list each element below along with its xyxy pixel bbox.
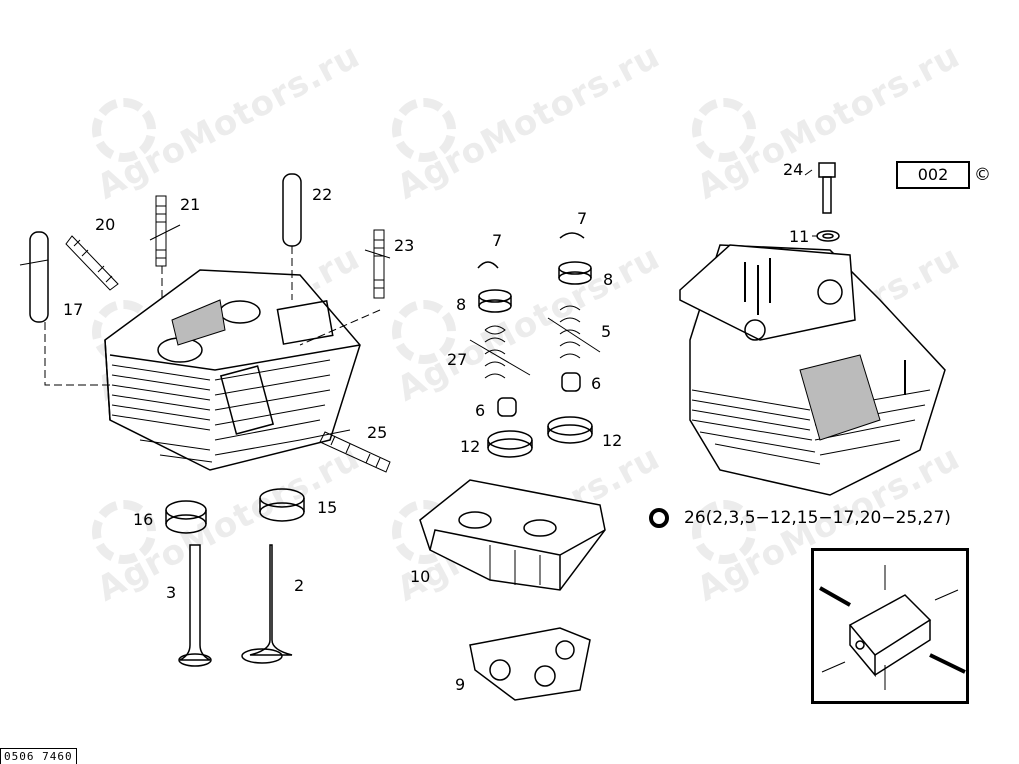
callout-10: 10 [410,567,431,586]
kit-ring-icon [649,508,669,528]
kit-note: 26(2,3,5−12,15−17,20−25,27) [684,508,951,528]
inset-block [819,565,966,690]
cylinder-head-left [104,269,361,471]
callout-8: 8 [456,295,467,314]
callout-21: 21 [180,195,201,214]
callout-16: 16 [133,510,154,529]
callout-7: 7 [577,209,588,228]
callout-24: 24 [783,160,804,179]
callout-12: 12 [602,431,623,450]
watermark-gear-icon [392,98,456,162]
callout-3: 3 [166,583,177,602]
watermark-gear-icon [92,500,156,564]
watermark-gear-icon [692,500,756,564]
watermark-gear-icon [692,98,756,162]
gasket-9 [469,627,591,701]
sleeve-17 [29,231,49,323]
callout-22: 22 [312,185,333,204]
callout-6: 6 [591,374,602,393]
watermark-gear-icon [92,98,156,162]
copyright-symbol: © [974,165,991,185]
valve-springs-and-seals [469,232,601,458]
callout-6: 6 [475,401,486,420]
callout-23: 23 [394,236,415,255]
inset-frame [811,548,969,704]
cylinder-head-right [679,162,946,496]
drawing-id: 0506 7460 [0,748,77,764]
callout-5: 5 [601,322,612,341]
callout-17: 17 [63,300,84,319]
watermark-gear-icon [392,300,456,364]
callout-27: 27 [447,350,468,369]
callout-12: 12 [460,437,481,456]
callout-9: 9 [455,675,466,694]
callout-2: 2 [294,576,305,595]
sleeve-22 [282,173,302,247]
callout-25: 25 [367,423,388,442]
studs [65,195,391,473]
callout-15: 15 [317,498,338,517]
callout-7: 7 [492,231,503,250]
callout-20: 20 [95,215,116,234]
callout-8: 8 [603,270,614,289]
valves [165,488,305,667]
rocker-housing-10 [419,479,606,591]
callout-11: 11 [789,227,810,246]
leader-lines [44,246,381,386]
group-code-box: 002 [896,161,970,189]
